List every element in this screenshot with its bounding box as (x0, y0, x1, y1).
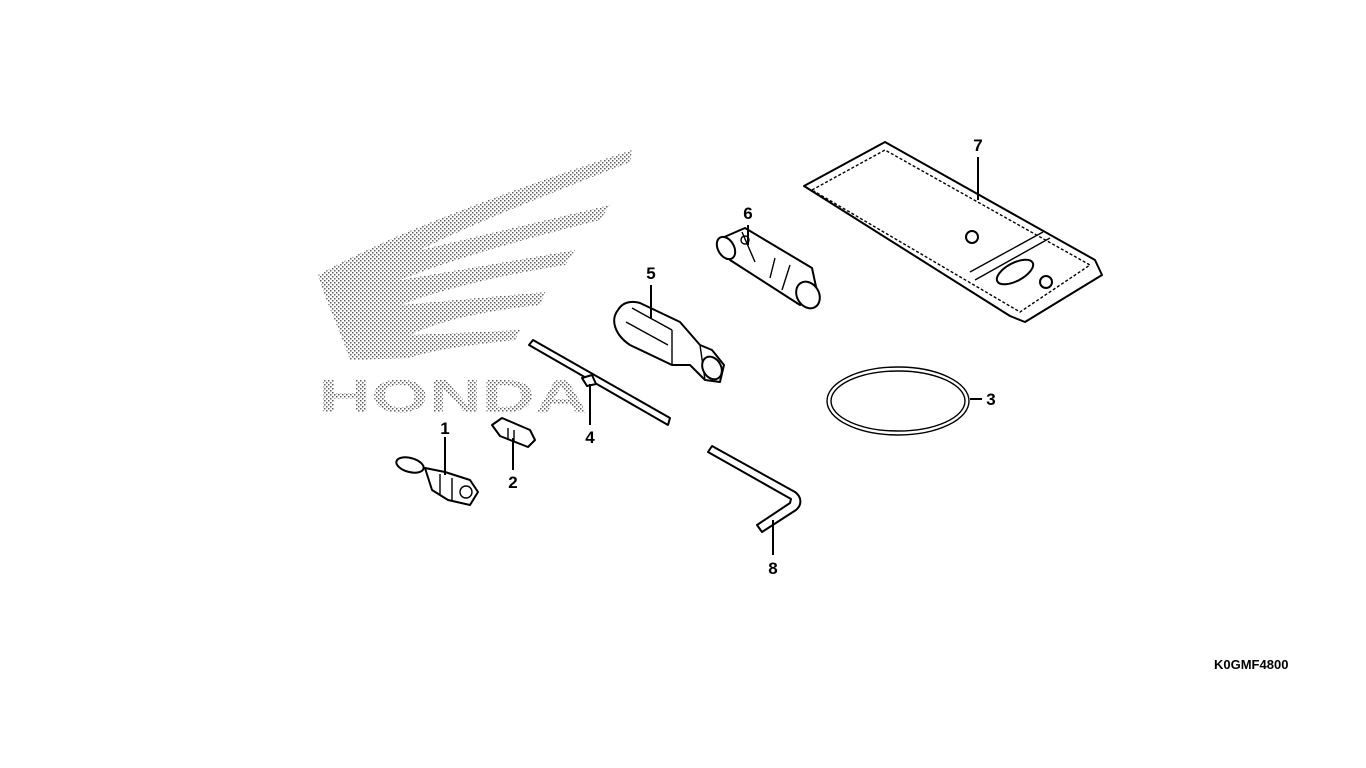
honda-wing-logo: HONDA (318, 150, 632, 422)
part-fuse-holder (395, 456, 479, 506)
callout-3: 3 (986, 390, 995, 409)
part-screwdriver-bit (528, 339, 671, 426)
drawing-code: K0GMF4800 (1214, 657, 1288, 672)
part-spark-plug-wrench (715, 227, 821, 310)
callout-5: 5 (646, 264, 655, 283)
callout-6: 6 (743, 204, 752, 223)
part-tool-bag (803, 141, 1103, 323)
part-hex-wrench (707, 445, 802, 533)
callout-7: 7 (973, 136, 982, 155)
svg-text:HONDA: HONDA (318, 370, 588, 422)
part-screwdriver-handle (613, 300, 725, 383)
leader-lines (444, 157, 982, 555)
callout-8: 8 (768, 559, 777, 578)
callout-2: 2 (508, 473, 517, 492)
callout-4: 4 (585, 428, 595, 447)
callout-1: 1 (440, 419, 449, 438)
part-o-ring (826, 366, 970, 436)
